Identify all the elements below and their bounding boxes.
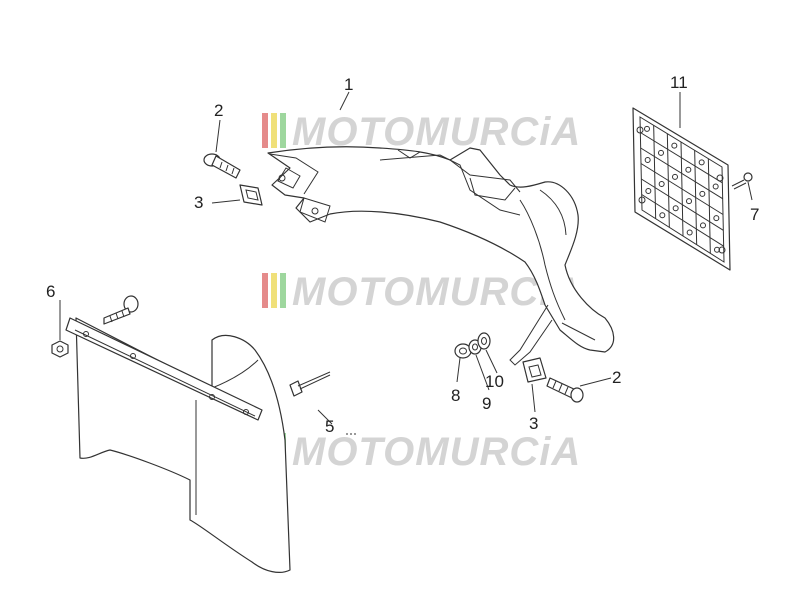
part-mudflap	[65, 317, 291, 573]
callout-10: 10	[485, 372, 504, 391]
callouts: 1 2 3 6 11 7 8 9 10 2 3 5	[46, 73, 759, 436]
part-clip-nut-top	[239, 184, 263, 206]
part-plate-screw	[731, 172, 753, 190]
part-bolt-bottom	[546, 377, 584, 403]
callout-9: 9	[482, 394, 491, 413]
part-rivet	[289, 371, 331, 397]
part-washer-large	[477, 332, 491, 350]
callout-6: 6	[46, 282, 55, 301]
part-rear-fender	[267, 146, 615, 366]
callout-1: 1	[344, 75, 353, 94]
callout-5: 5	[325, 417, 334, 436]
part-bolt-top	[203, 153, 241, 179]
part-mudflap-nut	[51, 340, 69, 358]
callout-7: 7	[750, 205, 759, 224]
part-licence-plate-holder	[632, 107, 731, 271]
callout-3-top: 3	[194, 193, 203, 212]
callout-3-bottom: 3	[529, 414, 538, 433]
leader-lines	[59, 91, 753, 435]
watermark-bottom: MOTOMURCiA	[262, 430, 581, 474]
callout-8: 8	[451, 386, 460, 405]
watermark-top: MOTOMURCiA	[262, 110, 580, 154]
watermark-text: MOTOMURCiA	[292, 430, 581, 474]
watermark-middle: MOTOMURCiA	[262, 270, 581, 314]
part-clip-nut-bottom	[522, 357, 547, 383]
callout-11: 11	[670, 73, 688, 92]
watermark-text: MOTOMURCiA	[292, 270, 581, 314]
callout-2-bottom: 2	[612, 368, 621, 387]
part-mudflap-bolt	[103, 295, 139, 325]
callout-2-top: 2	[214, 101, 223, 120]
